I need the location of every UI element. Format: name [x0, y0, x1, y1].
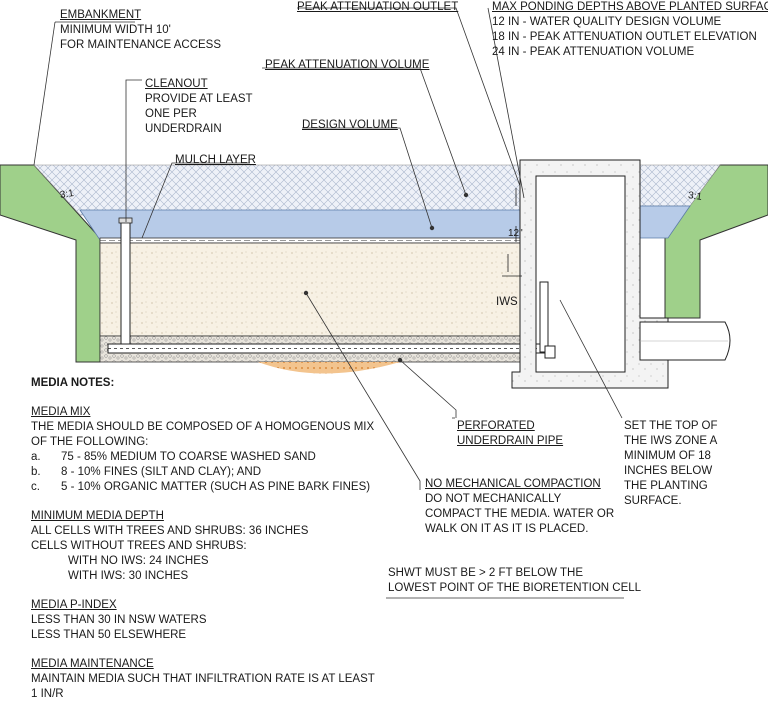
- media-pindex-heading: MEDIA P-INDEX: [31, 599, 117, 611]
- item-text: 8 - 10% FINES (SILT AND CLAY); AND: [61, 466, 262, 478]
- underdrain-line-2: UNDERDRAIN PIPE: [457, 435, 564, 447]
- design-volume-label: DESIGN VOLUME: [302, 119, 398, 131]
- media-depth-line-3: WITH NO IWS: 24 INCHES: [68, 555, 209, 567]
- ponding-line-1: 12 IN - WATER QUALITY DESIGN VOLUME: [492, 16, 722, 28]
- no-compaction-title: NO MECHANICAL COMPACTION: [425, 478, 601, 490]
- media-maintenance-heading: MEDIA MAINTENANCE: [31, 658, 154, 670]
- underdrain-label: PERFORATED UNDERDRAIN PIPE: [457, 419, 563, 449]
- media-maintenance-line-2: 1 IN/R: [31, 688, 64, 700]
- embankment-line-2: FOR MAINTENANCE ACCESS: [60, 39, 222, 51]
- cleanout-title: CLEANOUT: [145, 78, 208, 90]
- mulch-layer-label: MULCH LAYER: [175, 154, 256, 166]
- media-pindex-line-1: LESS THAN 30 IN NSW WATERS: [31, 614, 207, 626]
- cleanout-line-2: ONE PER: [145, 108, 197, 120]
- cleanout-label: CLEANOUT PROVIDE AT LEAST ONE PER UNDERD…: [145, 77, 253, 137]
- iws-top-label: SET THE TOP OF THE IWS ZONE A MINIMUM OF…: [624, 419, 718, 509]
- media-depth-heading: MINIMUM MEDIA DEPTH: [31, 510, 164, 522]
- ponding-title: MAX PONDING DEPTHS ABOVE PLANTED SURFACE…: [492, 1, 768, 13]
- media-mix-line-1: THE MEDIA SHOULD BE COMPOSED OF A HOMOGE…: [31, 421, 375, 433]
- item-key: a.: [31, 451, 41, 463]
- outlet-structure: [511, 159, 669, 389]
- slope-left-label: 3:1: [59, 188, 75, 201]
- ponding-line-2: 18 IN - PEAK ATTENUATION OUTLET ELEVATIO…: [492, 31, 757, 43]
- shwt-line-2: LOWEST POINT OF THE BIORETENTION CELL: [388, 582, 642, 594]
- media-mix-item: a. 75 - 85% MEDIUM TO COARSE WASHED SAND: [31, 450, 375, 465]
- media-mix-item: c. 5 - 10% ORGANIC MATTER (SUCH AS PINE …: [31, 480, 375, 495]
- dimension-12in: 12": [508, 228, 523, 239]
- no-compaction-line-2: COMPACT THE MEDIA. WATER OR: [425, 508, 615, 520]
- media-mix-line-2: OF THE FOLLOWING:: [31, 436, 149, 448]
- item-key: b.: [31, 466, 41, 478]
- iws-weir-plate: [539, 281, 549, 353]
- iws-top-line-1: SET THE TOP OF: [624, 420, 718, 432]
- slope-right-label: 3:1: [687, 190, 703, 203]
- peak-outlet-label: PEAK ATTENUATION OUTLET: [297, 1, 459, 13]
- native-soil: [258, 362, 400, 374]
- media-mix-heading: MEDIA MIX: [31, 406, 91, 418]
- media-pindex-line-2: LESS THAN 50 ELSEWHERE: [31, 629, 187, 641]
- iws-label: IWS: [496, 296, 518, 308]
- cleanout-line-3: UNDERDRAIN: [145, 123, 222, 135]
- media-notes: MEDIA NOTES: MEDIA MIX THE MEDIA SHOULD …: [31, 376, 375, 702]
- no-compaction-line-3: WALK ON IT AS IT IS PLACED.: [425, 523, 589, 535]
- iws-top-line-3: MINIMUM OF 18: [624, 450, 711, 462]
- planting-media: [99, 242, 521, 337]
- underdrain-line-1: PERFORATED: [457, 420, 535, 432]
- ponding-depths-label: MAX PONDING DEPTHS ABOVE PLANTED SURFACE…: [492, 0, 768, 60]
- iws-top-line-6: SURFACE.: [624, 495, 682, 507]
- item-text: 5 - 10% ORGANIC MATTER (SUCH AS PINE BAR…: [61, 481, 371, 493]
- embankment-line-1: MINIMUM WIDTH 10': [60, 24, 171, 36]
- embankment-label: EMBANKMENT MINIMUM WIDTH 10' FOR MAINTEN…: [60, 8, 221, 53]
- media-maintenance-line-1: MAINTAIN MEDIA SUCH THAT INFILTRATION RA…: [31, 673, 375, 685]
- media-depth-line-4: WITH IWS: 30 INCHES: [68, 570, 189, 582]
- no-compaction-line-1: DO NOT MECHANICALLY: [425, 493, 562, 505]
- peak-volume-label: PEAK ATTENUATION VOLUME: [265, 59, 430, 71]
- cleanout-line-1: PROVIDE AT LEAST: [145, 93, 253, 105]
- media-notes-title: MEDIA NOTES:: [31, 377, 115, 389]
- cleanout-pipe: [120, 221, 131, 345]
- leader-lines: [33, 7, 623, 490]
- shwt-line-1: SHWT MUST BE > 2 FT BELOW THE: [388, 567, 584, 579]
- ponding-line-3: 24 IN - PEAK ATTENUATION VOLUME: [492, 46, 695, 58]
- item-text: 75 - 85% MEDIUM TO COARSE WASHED SAND: [61, 451, 316, 463]
- embankment-title: EMBANKMENT: [60, 9, 142, 21]
- peak-attenuation-zone: [33, 164, 521, 216]
- item-key: c.: [31, 481, 40, 493]
- shwt-label: SHWT MUST BE > 2 FT BELOW THE LOWEST POI…: [388, 566, 641, 596]
- media-depth-line-1: ALL CELLS WITH TREES AND SHRUBS: 36 INCH…: [31, 525, 309, 537]
- no-compaction-label: NO MECHANICAL COMPACTION DO NOT MECHANIC…: [425, 477, 614, 537]
- media-mix-item: b. 8 - 10% FINES (SILT AND CLAY); AND: [31, 465, 375, 480]
- media-depth-line-2: CELLS WITHOUT TREES AND SHRUBS:: [31, 540, 247, 552]
- iws-top-line-5: THE PLANTING: [624, 480, 708, 492]
- iws-top-line-2: THE IWS ZONE A: [624, 435, 718, 447]
- iws-top-line-4: INCHES BELOW: [624, 465, 713, 477]
- design-volume-zone: [79, 209, 521, 241]
